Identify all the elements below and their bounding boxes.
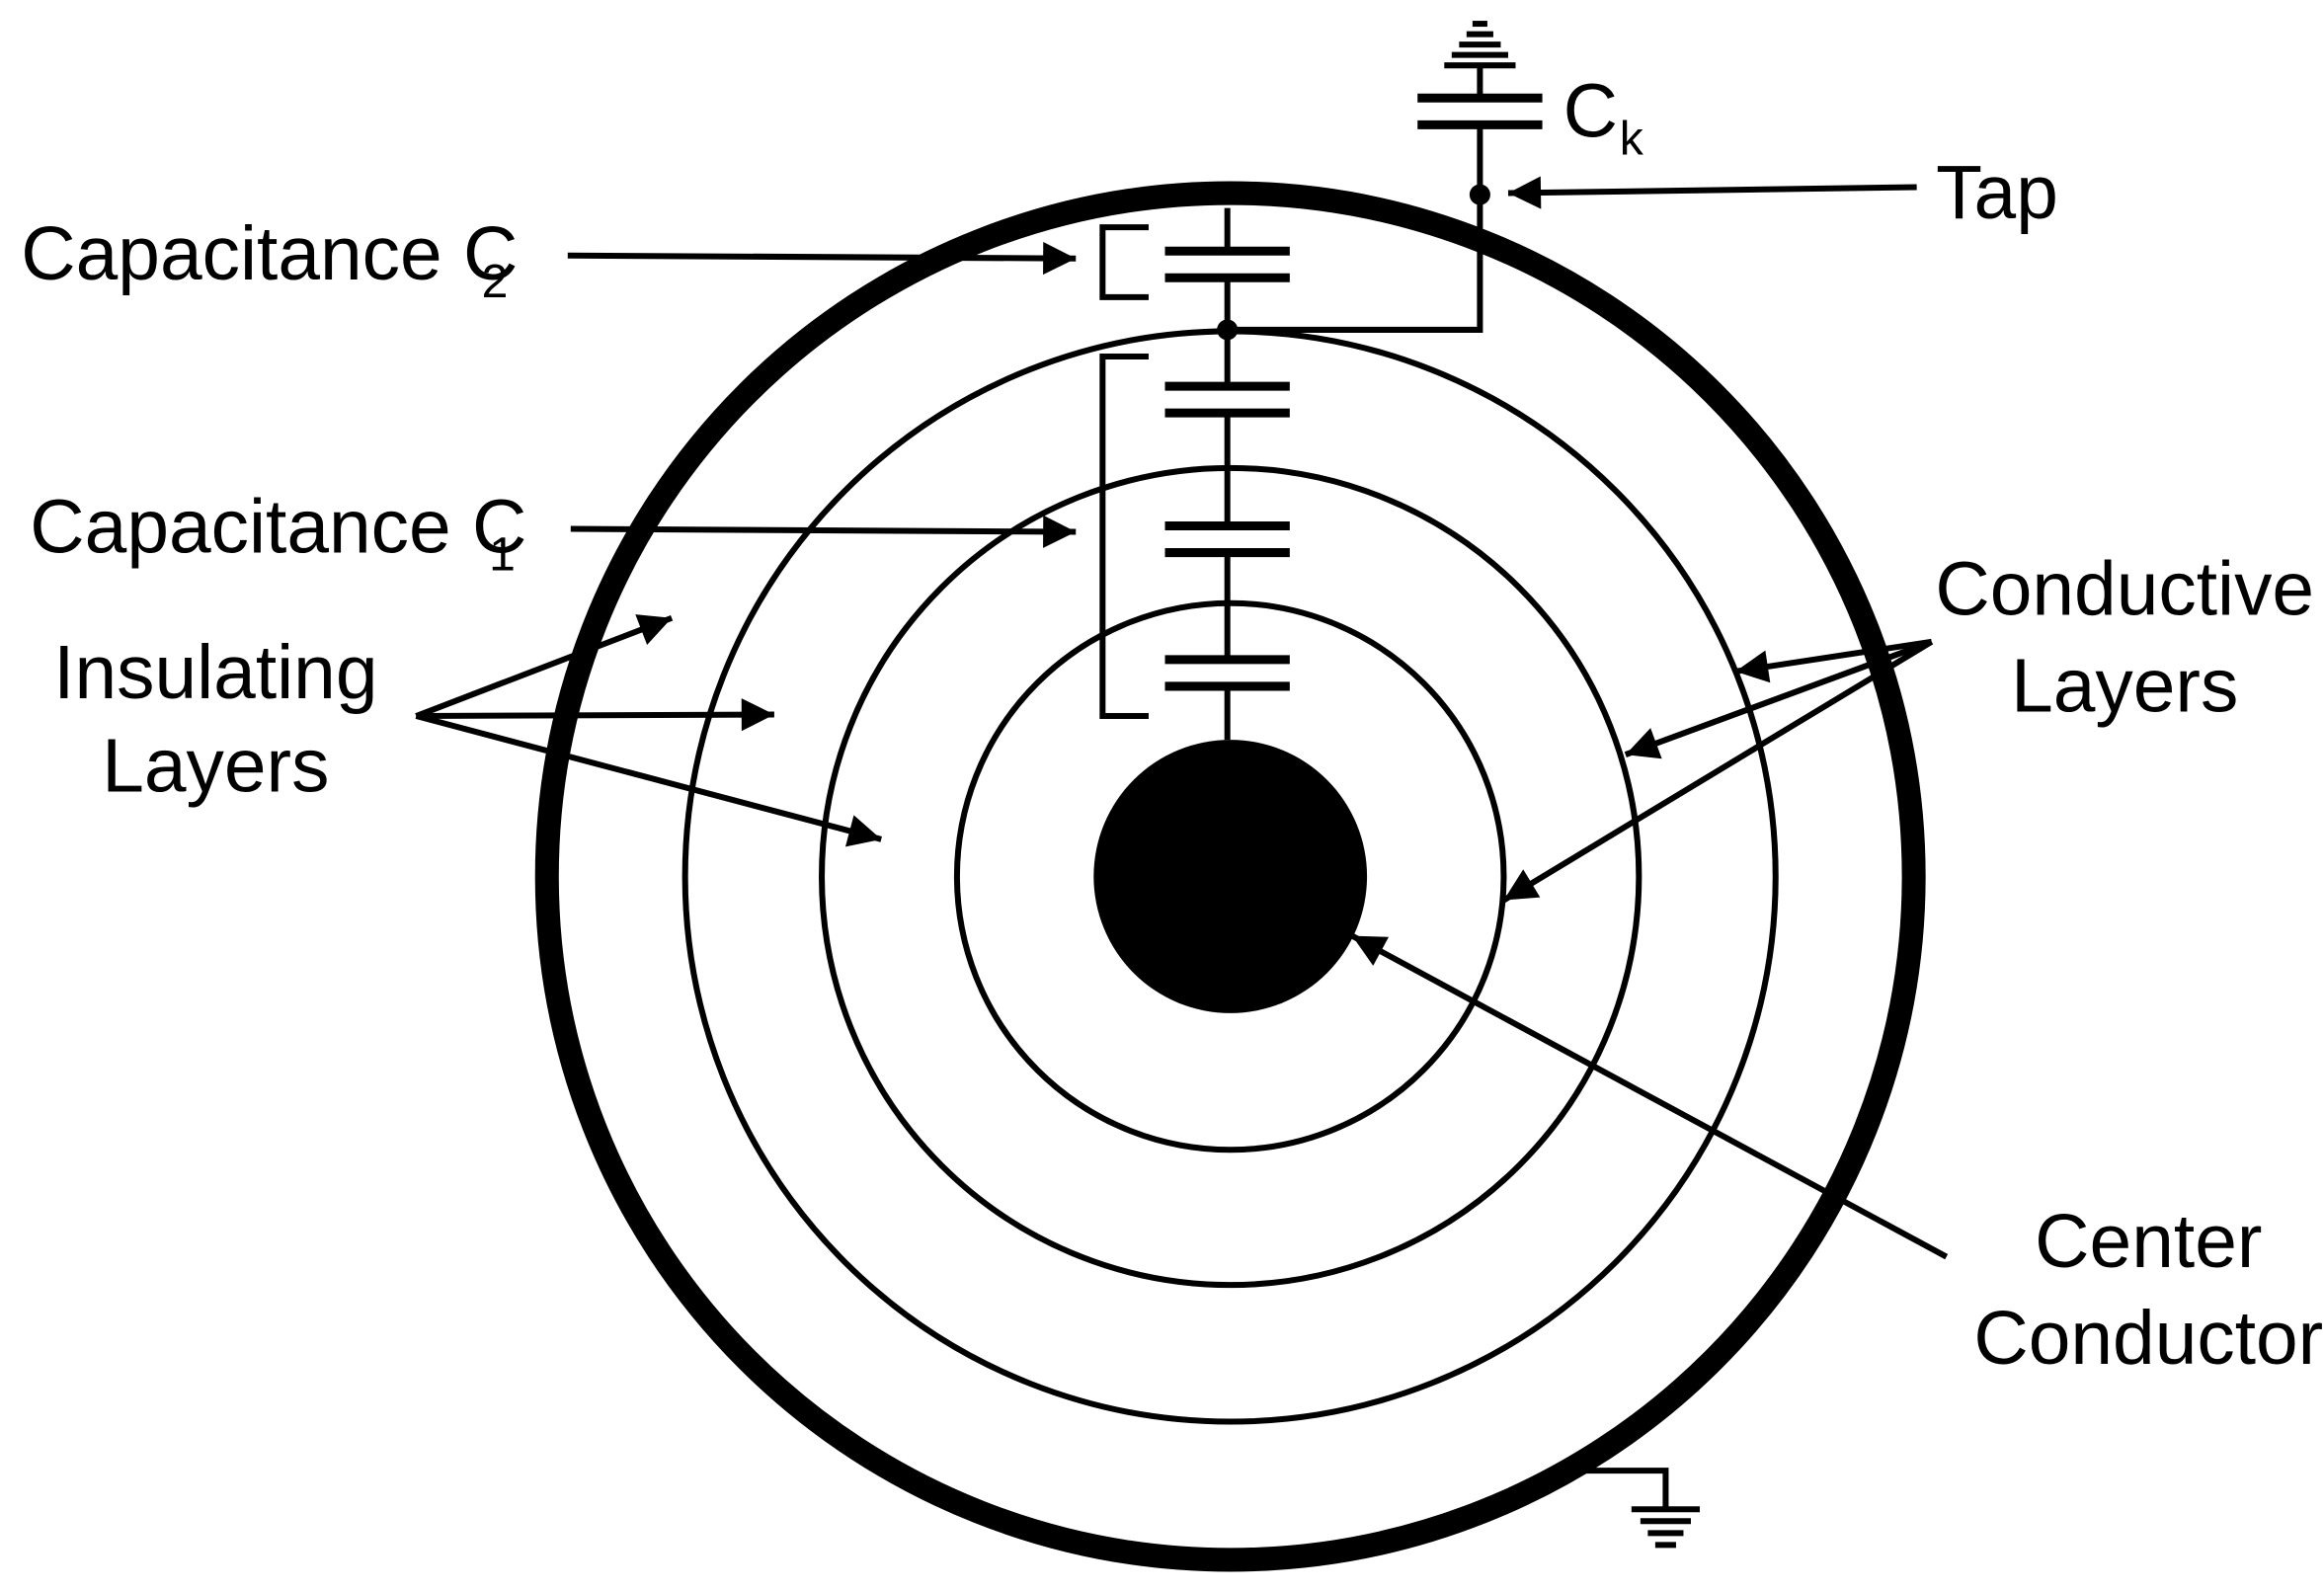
- label-c2: Capacitance C 2: [21, 212, 518, 308]
- insulating-label-line1: Insulating: [53, 631, 377, 715]
- arrow-insulating-inner: [415, 713, 882, 847]
- c1-label-main: Capacitance C: [30, 486, 526, 570]
- label-insulating-layers: Insulating Layers: [53, 631, 377, 809]
- junction-dot-c2: [1217, 319, 1239, 341]
- label-ck: C k: [1563, 69, 1644, 165]
- center-label-line1: Center: [2035, 1200, 2262, 1284]
- arrow-conductive-outer: [1734, 638, 1933, 683]
- ground-icon: [1574, 1468, 1701, 1549]
- ck-label-sub: k: [1620, 112, 1644, 165]
- bracket-c1: [1099, 354, 1149, 720]
- leader-arrows: [415, 176, 1949, 1260]
- outer-ground-layer: [534, 181, 1926, 1572]
- conductive-label-line1: Conductive: [1935, 548, 2314, 632]
- c1-label-sub: 1: [489, 528, 516, 582]
- c2-label-main: Capacitance C: [21, 212, 518, 296]
- ck-label-main: C: [1563, 69, 1618, 153]
- bracket-c2: [1099, 224, 1149, 300]
- tap-junction-dot: [1469, 184, 1490, 205]
- arrow-insulating-middle: [416, 698, 774, 732]
- arrow-tap: [1507, 176, 1917, 209]
- arrow-conductive-inner: [1501, 639, 1934, 904]
- center-label-line2: Conductor: [1973, 1297, 2323, 1381]
- center-conductor: [1093, 740, 1368, 1013]
- insulating-label-line2: Layers: [102, 725, 329, 809]
- label-center-conductor: Center Conductor: [1973, 1200, 2323, 1381]
- arrow-insulating-outer: [415, 614, 674, 719]
- capacitor-c2: [1164, 246, 1290, 282]
- arrow-c2: [567, 241, 1077, 276]
- arrow-center-conductor: [1350, 932, 1949, 1260]
- c2-label-sub: 2: [482, 255, 509, 308]
- capacitor-c1-stack: [1164, 381, 1290, 691]
- label-c1: Capacitance C 1: [30, 486, 526, 582]
- tap-label: Tap: [1936, 151, 2058, 235]
- arrow-c1: [570, 515, 1077, 548]
- arrow-conductive-middle: [1624, 638, 1933, 759]
- ground-icon: [1444, 21, 1516, 69]
- capacitor-ck: [1417, 93, 1543, 129]
- conductive-label-line2: Layers: [2011, 645, 2238, 729]
- label-conductive-layers: Conductive Layers: [1935, 548, 2314, 729]
